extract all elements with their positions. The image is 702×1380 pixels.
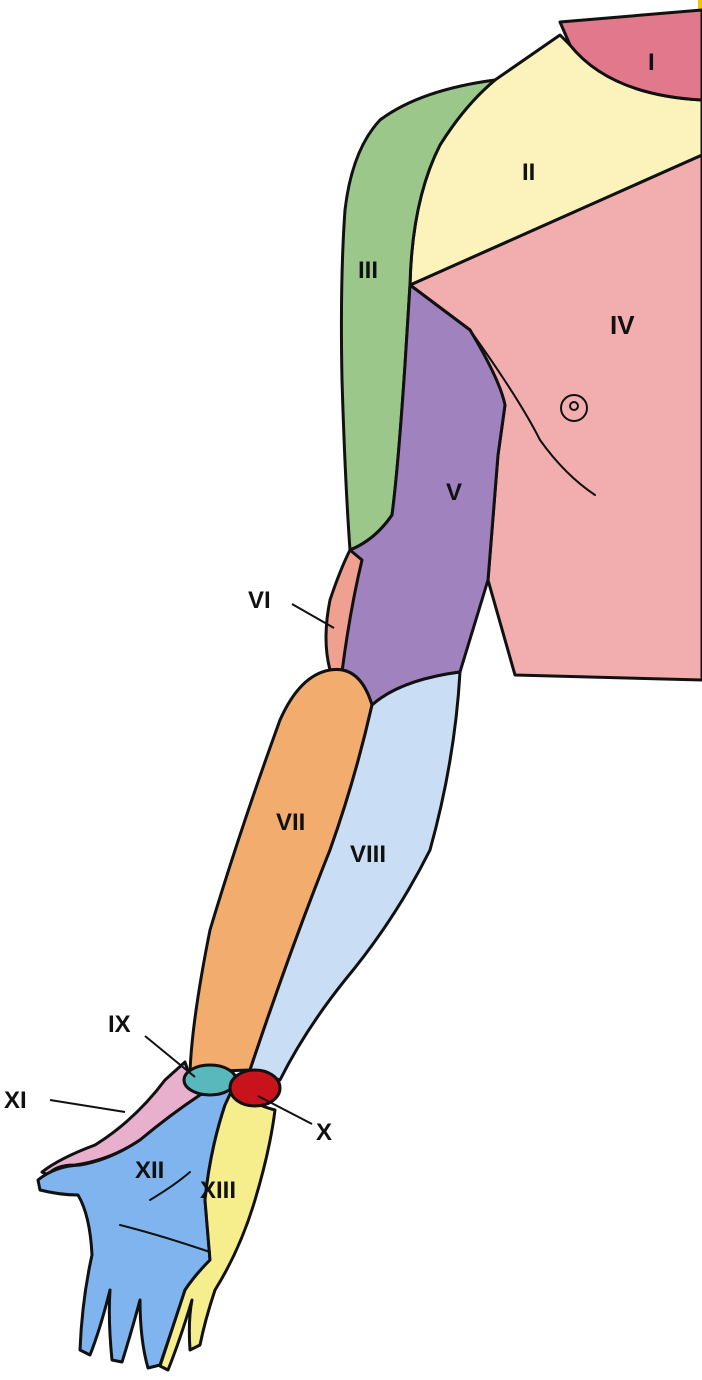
label-iv: IV <box>610 310 635 340</box>
region-x <box>230 1070 280 1106</box>
region-ix <box>184 1065 236 1095</box>
leader-ix <box>145 1036 195 1077</box>
label-viii: VIII <box>350 841 386 868</box>
label-x: X <box>316 1119 332 1146</box>
label-i: I <box>648 49 655 76</box>
label-ix: IX <box>108 1011 131 1038</box>
label-xiii: XIII <box>200 1177 236 1204</box>
label-v: V <box>446 479 462 506</box>
leader-xi <box>50 1100 125 1112</box>
label-vii: VII <box>276 809 305 836</box>
label-iii: III <box>358 257 378 284</box>
label-xii: XII <box>135 1157 164 1184</box>
label-ii: II <box>522 159 535 186</box>
label-vi: VI <box>248 587 271 614</box>
label-xi: XI <box>4 1087 27 1114</box>
